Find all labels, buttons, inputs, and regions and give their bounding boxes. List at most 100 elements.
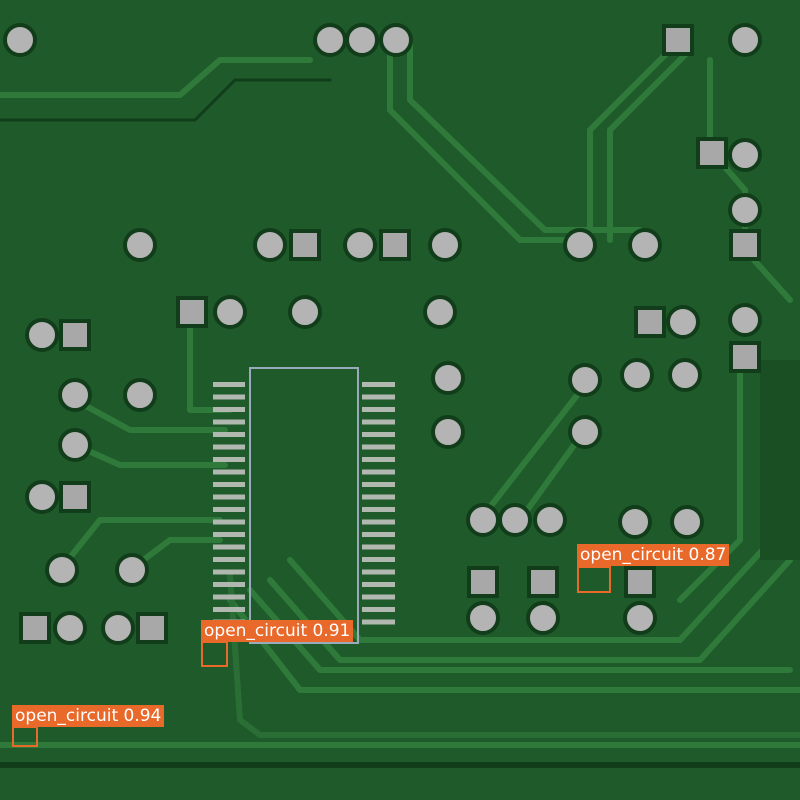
ic-pin (213, 419, 245, 425)
ic-pin (362, 532, 395, 537)
square-pad (59, 481, 91, 513)
square-pad (19, 612, 51, 644)
round-pad (428, 228, 462, 262)
round-pad (466, 503, 500, 537)
round-pad (53, 611, 87, 645)
ic-pin (362, 444, 395, 450)
round-pad (313, 23, 347, 57)
square-pad (379, 229, 411, 261)
round-pad (288, 295, 322, 329)
round-pad (115, 553, 149, 587)
round-pad (666, 305, 700, 339)
ic-pin (362, 432, 395, 437)
ic-pin (362, 594, 395, 600)
ic-pin (213, 494, 245, 500)
detection-label-3: open_circuit 0.94 (12, 705, 165, 727)
round-pad (568, 363, 602, 397)
ic-pin (362, 544, 395, 550)
round-pad (533, 503, 567, 537)
detection-box-2 (201, 641, 228, 667)
round-pad (58, 428, 92, 462)
square-pad (729, 341, 761, 373)
round-pad (466, 601, 500, 635)
square-pad (696, 137, 728, 169)
square-pad (624, 566, 656, 598)
round-pad (728, 23, 762, 57)
ic-pin (213, 507, 245, 512)
round-pad (670, 505, 704, 539)
ic-pin (213, 482, 245, 487)
ic-pin (362, 619, 395, 625)
round-pad (123, 378, 157, 412)
detection-label-2: open_circuit 0.91 (201, 620, 354, 642)
ic-pin (213, 594, 245, 600)
round-pad (213, 295, 247, 329)
ic-pins (213, 382, 395, 625)
square-pad (662, 24, 694, 56)
ic-pin (362, 457, 395, 462)
round-pad (498, 503, 532, 537)
round-pad (379, 23, 413, 57)
pads (3, 23, 762, 645)
square-pad (176, 296, 208, 328)
round-pad (568, 415, 602, 449)
ic-pin (362, 607, 395, 612)
round-pad (431, 361, 465, 395)
ic-outline (249, 367, 359, 644)
ic-pin (362, 519, 395, 525)
round-pad (253, 228, 287, 262)
ic-pin (362, 507, 395, 512)
ic-pin (213, 432, 245, 437)
round-pad (728, 193, 762, 227)
ic-pin (213, 532, 245, 537)
square-pad (136, 612, 168, 644)
detection-box-3 (12, 726, 38, 747)
ic-pin (362, 394, 395, 400)
ic-pin (213, 394, 245, 400)
round-pad (25, 480, 59, 514)
round-pad (668, 358, 702, 392)
ic-pin (362, 482, 395, 487)
round-pad (623, 601, 657, 635)
round-pad (3, 23, 37, 57)
ic-pin (213, 569, 245, 575)
round-pad (526, 601, 560, 635)
round-pad (618, 505, 652, 539)
round-pad (45, 553, 79, 587)
detection-label-1: open_circuit 0.87 (577, 544, 730, 566)
ic-pin (362, 382, 395, 387)
ic-pin (362, 582, 395, 587)
round-pad (123, 228, 157, 262)
round-pad (345, 23, 379, 57)
traces (0, 37, 800, 768)
ic-pin (213, 582, 245, 587)
round-pad (101, 611, 135, 645)
ic-pin (213, 557, 245, 562)
square-pad (634, 306, 666, 338)
square-pad (59, 319, 91, 351)
round-pad (728, 303, 762, 337)
round-pad (563, 228, 597, 262)
round-pad (423, 295, 457, 329)
round-pad (431, 415, 465, 449)
ic-pin (362, 407, 395, 412)
ic-pin (213, 407, 245, 412)
ic-pin (213, 544, 245, 550)
ic-pin (213, 607, 245, 612)
round-pad (620, 358, 654, 392)
square-pad (729, 229, 761, 261)
square-pad (527, 566, 559, 598)
ic-pin (213, 519, 245, 525)
ic-pin (362, 569, 395, 575)
round-pad (728, 138, 762, 172)
ic-pin (213, 444, 245, 450)
round-pad (25, 318, 59, 352)
ic-pin (362, 469, 395, 475)
ic-pin (213, 469, 245, 475)
square-pad (289, 229, 321, 261)
ic-pin (213, 382, 245, 387)
square-pad (467, 566, 499, 598)
ic-pin (362, 494, 395, 500)
round-pad (343, 228, 377, 262)
